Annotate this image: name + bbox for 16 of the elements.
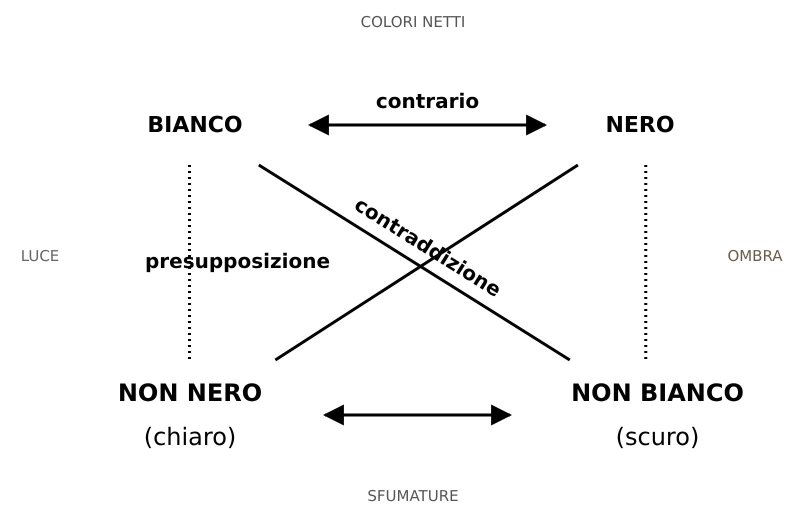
double-arrow xyxy=(308,114,548,136)
double-arrow xyxy=(322,404,512,426)
concept-text: (chiaro) xyxy=(144,422,236,453)
axis-label: SFUMATURE xyxy=(367,486,459,507)
concept-text: NON NERO xyxy=(118,378,262,409)
concept-text: NON BIANCO xyxy=(571,378,744,409)
axis-label: LUCE xyxy=(20,246,60,267)
concept-text: NERO xyxy=(605,112,675,140)
concept-text: BIANCO xyxy=(147,112,243,140)
axis-label: COLORI NETTI xyxy=(360,12,466,33)
edge-label: contrario xyxy=(376,91,480,111)
connector-line xyxy=(644,165,648,360)
edge-label: presupposizione xyxy=(144,250,330,270)
concept-text: (scuro) xyxy=(616,422,700,453)
connector-line xyxy=(188,165,191,360)
axis-label: OMBRA xyxy=(727,246,783,267)
